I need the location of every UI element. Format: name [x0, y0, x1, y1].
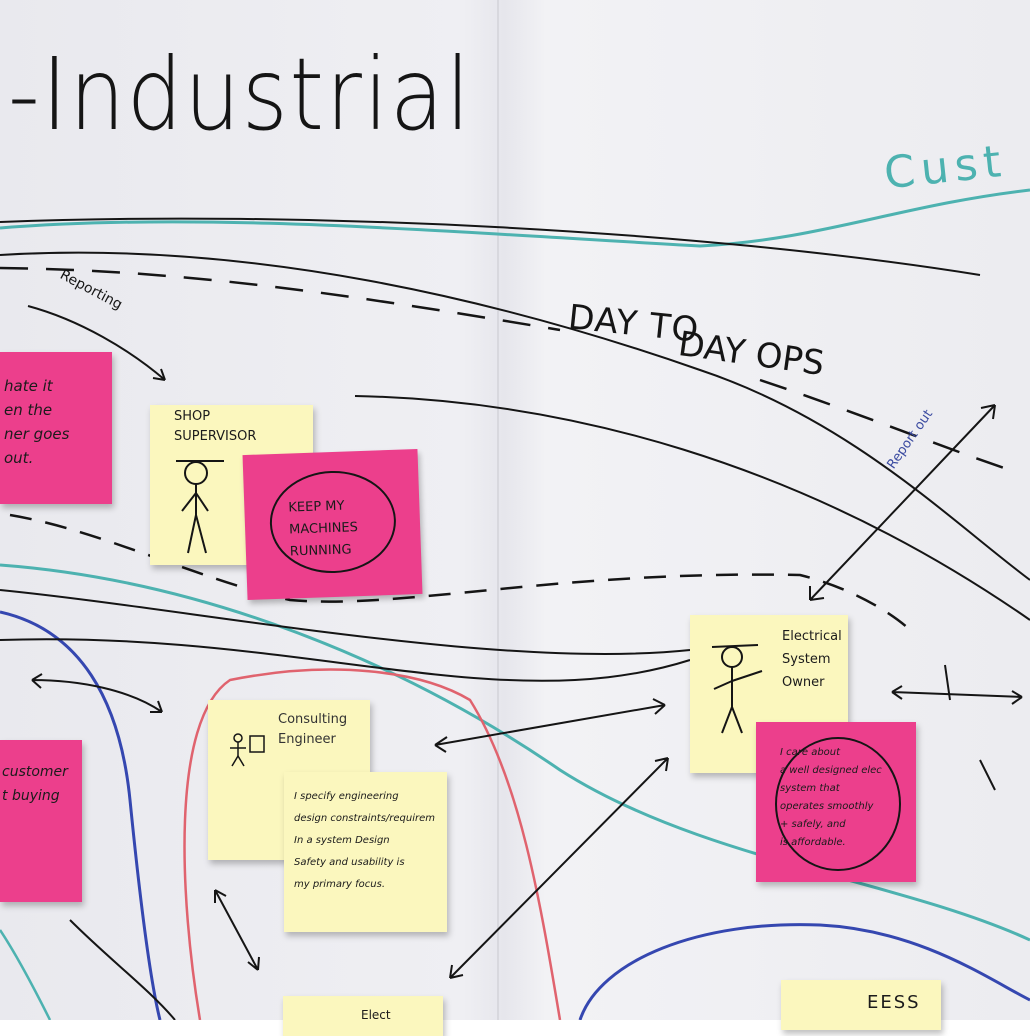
bottom-right-text: EESS: [867, 992, 921, 1013]
electrical-owner-quote-note: I care about a well designed elec system…: [756, 722, 916, 882]
pink-note-left-top-text: hate it en the ner goes out.: [4, 377, 70, 467]
speech-bubble-icon: [775, 737, 901, 871]
stick-figure-icon: [176, 460, 224, 554]
pink-note-left-bottom-text: customer t buying: [2, 764, 68, 804]
keep-machines-text: KEEP MY MACHINES RUNNING: [288, 498, 359, 560]
black-line-4: [0, 589, 691, 656]
black-line-2: [0, 251, 1030, 581]
blue-line-bottom: [578, 923, 1030, 1020]
teal-line-mid: [0, 563, 1030, 942]
blue-line-left: [0, 610, 162, 1020]
stick-figure-with-document-icon: [230, 733, 265, 767]
electrical-owner-quote-text: I care about a well designed elec system…: [780, 747, 882, 848]
bottom-right-note: EESS: [781, 980, 941, 1030]
shop-supervisor-label: SHOP SUPERVISOR: [174, 409, 257, 444]
arrow-bottom-left: [69, 919, 176, 1020]
report-out-arrow: [809, 404, 996, 601]
tick-marks-right: [944, 664, 996, 791]
black-line-1: [0, 217, 981, 276]
pink-note-left-top: hate it en the ner goes out.: [0, 352, 112, 504]
dashed-line-mid: [9, 513, 911, 631]
arrow-small-bottom: [214, 889, 260, 971]
teal-line-top: [0, 188, 1030, 248]
red-line: [183, 668, 562, 1020]
bottom-center-text: Elect: [361, 1008, 391, 1022]
paper-seam: [497, 0, 499, 1020]
arrow-down-center: [449, 757, 669, 979]
double-arrow-left: [31, 673, 163, 713]
black-line-3: [354, 395, 1030, 621]
teal-line-left: [0, 929, 52, 1020]
speech-bubble-icon: [269, 470, 396, 574]
board-title: -Industrial: [8, 36, 472, 153]
black-line-5: [0, 638, 691, 682]
pink-note-left-bottom: customer t buying: [0, 740, 82, 902]
electrical-owner-label: Electrical System Owner: [782, 629, 842, 690]
keep-machines-note: KEEP MY MACHINES RUNNING: [242, 448, 423, 601]
reporting-arrow: [27, 305, 166, 381]
bottom-center-note: Elect: [283, 996, 443, 1036]
stick-figure-icon: [711, 644, 763, 734]
double-arrow-right: [891, 685, 1023, 705]
double-arrow-consult: [434, 698, 666, 753]
consulting-quote-note: I specify engineering design constraints…: [284, 772, 447, 932]
dashed-line-top: [0, 266, 1011, 472]
consulting-quote-text: I specify engineering design constraints…: [294, 791, 436, 890]
consulting-engineer-label: Consulting Engineer: [278, 712, 348, 747]
